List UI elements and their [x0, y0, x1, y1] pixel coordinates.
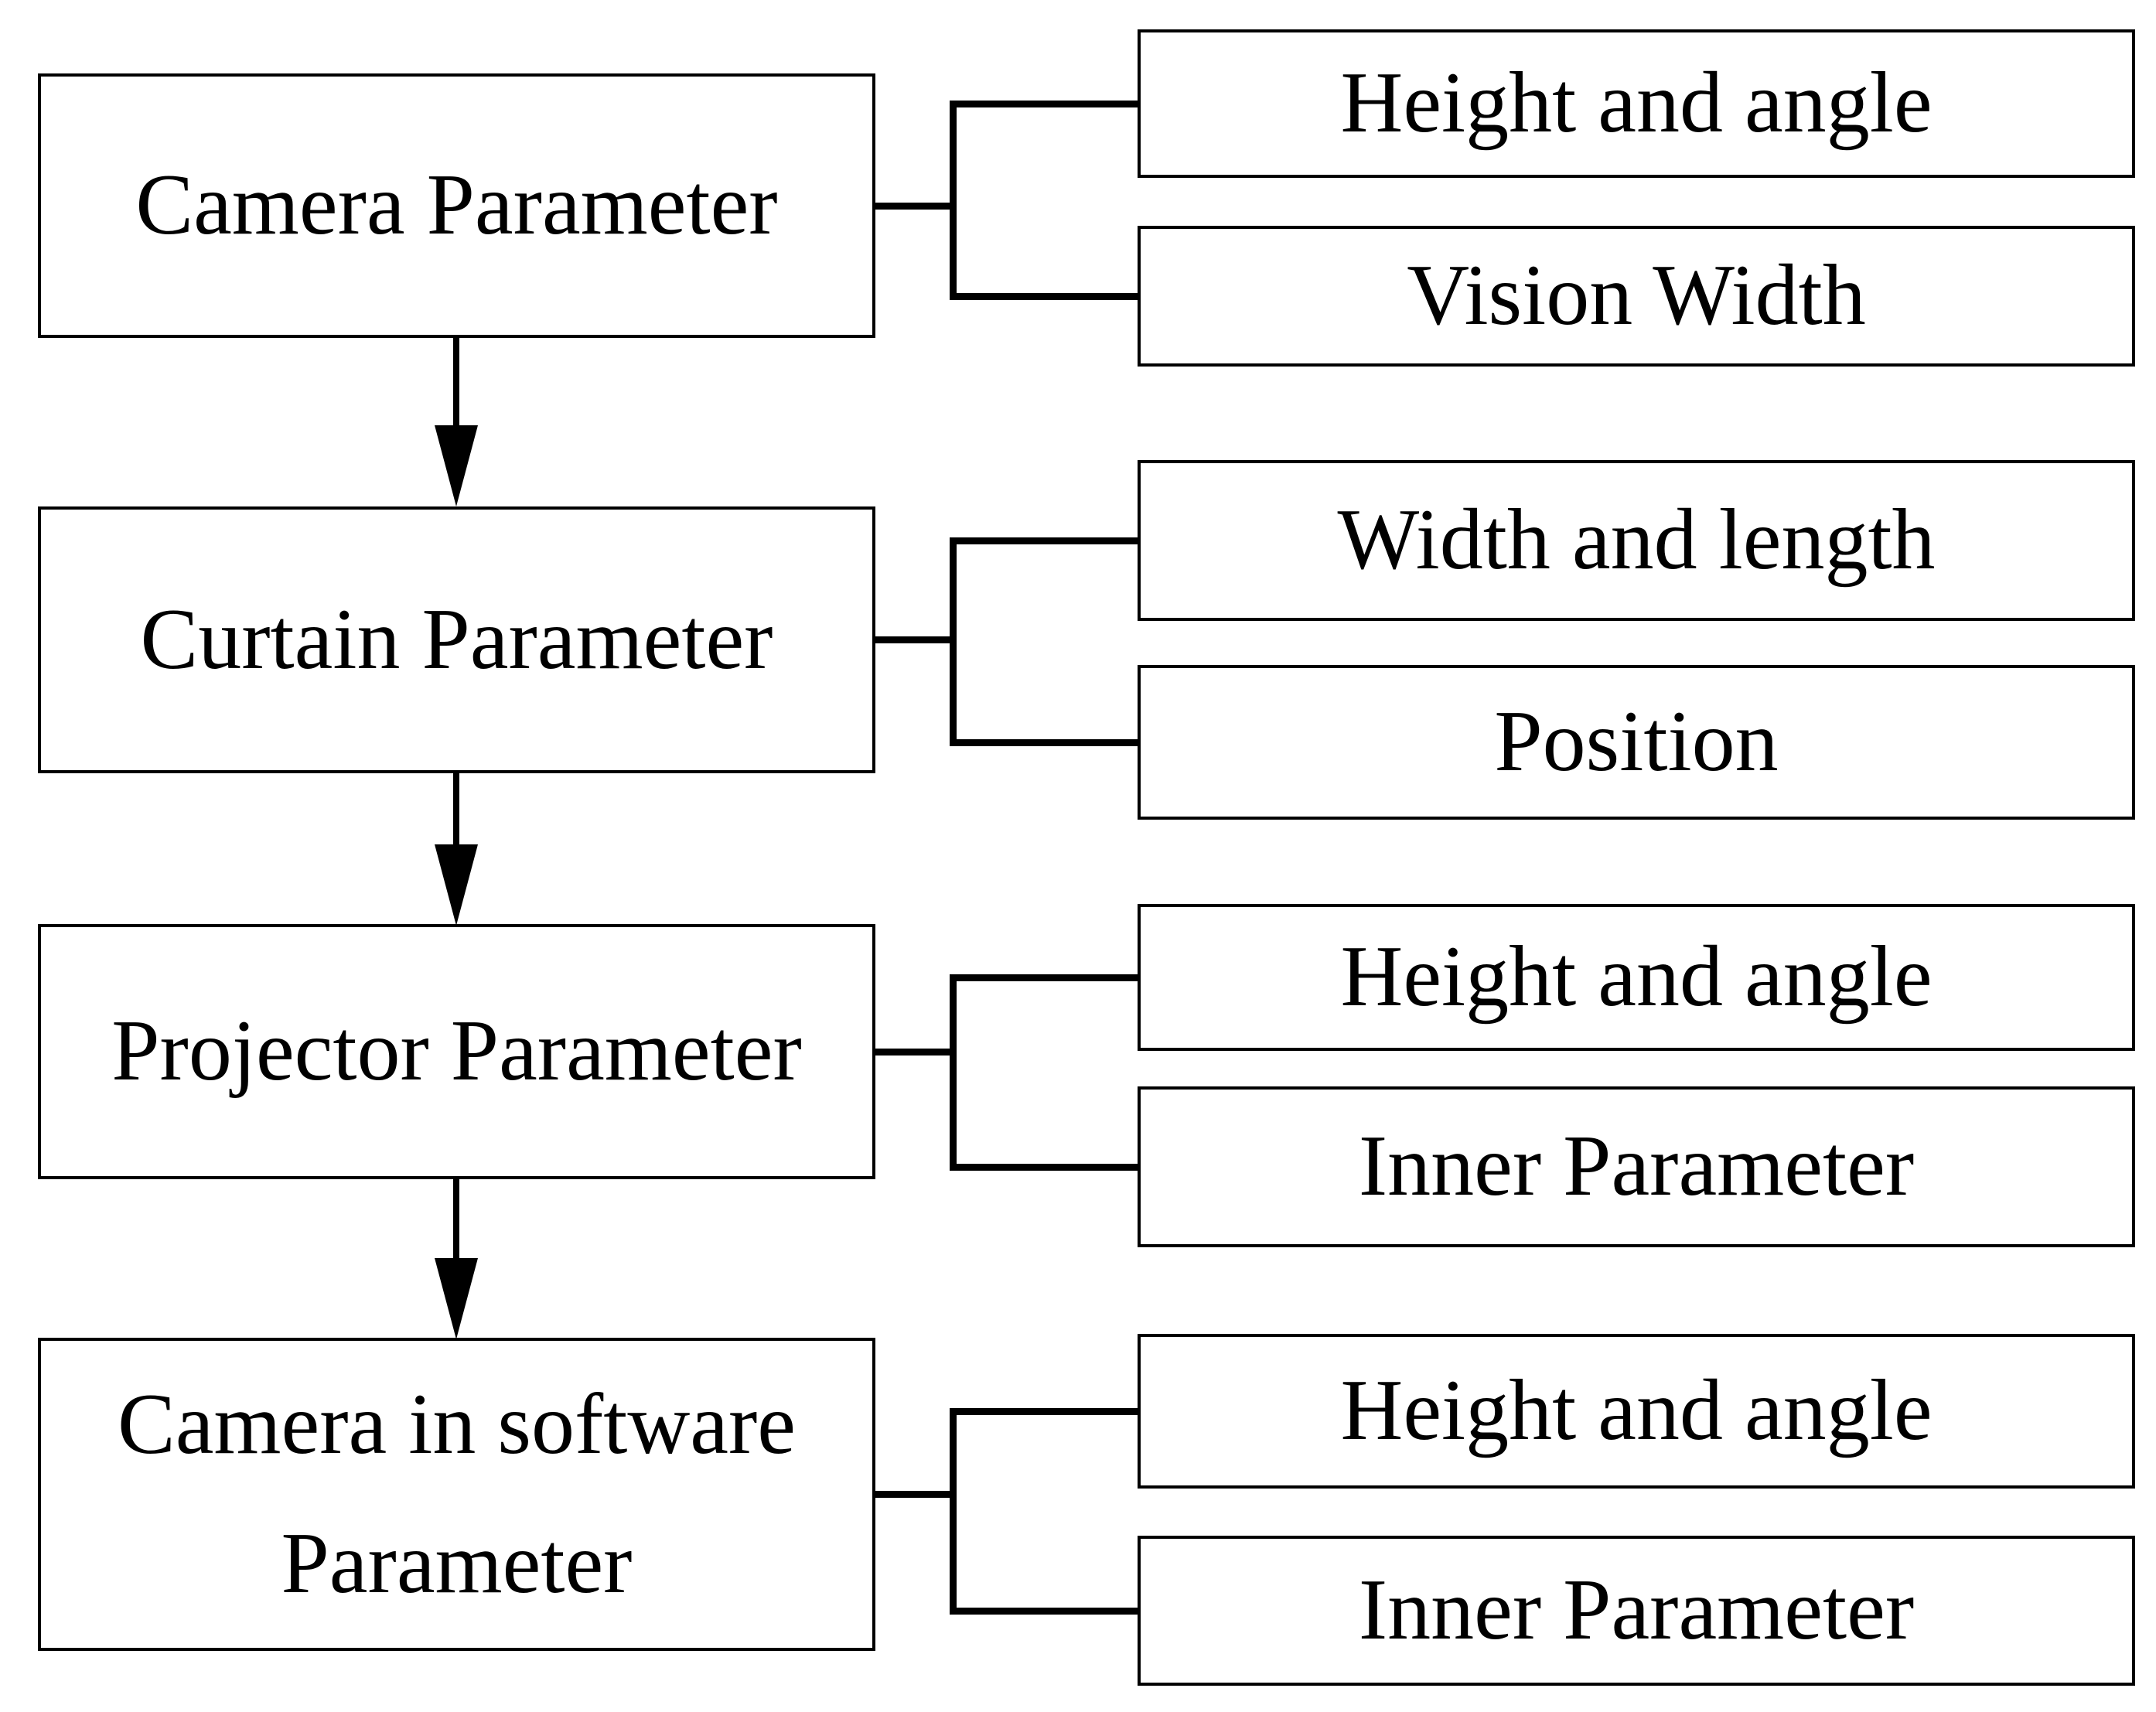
source-label: Camera Parameter [135, 157, 778, 254]
source-label: Curtain Parameter [140, 591, 773, 687]
connector-branch-bottom [950, 1164, 1138, 1171]
child-label: Height and angle [1340, 929, 1933, 1025]
child-label: Width and length [1337, 492, 1936, 588]
flow-arrow-head-icon [435, 425, 478, 506]
flow-arrow-head-icon [435, 1258, 478, 1339]
connector-stub [874, 636, 951, 643]
child-box-inner-parameter: Inner Parameter [1138, 1086, 2135, 1247]
child-box-position: Position [1138, 665, 2135, 820]
connector-branch-top [950, 101, 1138, 107]
connector-bracket-vertical [950, 101, 957, 300]
child-box-height-and-angle: Height and angle [1138, 29, 2135, 178]
child-box-height-and-angle: Height and angle [1138, 1334, 2135, 1489]
child-box-height-and-angle: Height and angle [1138, 904, 2135, 1051]
source-box-camera-parameter: Camera Parameter [38, 73, 875, 338]
source-box-camera-in-software-parameter: Camera in software Parameter [38, 1338, 875, 1651]
connector-stub [874, 1491, 951, 1498]
connector-bracket-vertical [950, 1408, 957, 1615]
connector-branch-top [950, 537, 1138, 544]
child-box-inner-parameter: Inner Parameter [1138, 1536, 2135, 1686]
child-label: Inner Parameter [1358, 1562, 1915, 1659]
connector-branch-bottom [950, 1608, 1138, 1615]
source-box-curtain-parameter: Curtain Parameter [38, 506, 875, 773]
connector-branch-bottom [950, 739, 1138, 746]
flow-arrow-shaft [453, 338, 459, 427]
connector-branch-top [950, 974, 1138, 981]
child-box-width-and-length: Width and length [1138, 460, 2135, 621]
flow-arrow-shaft [453, 1179, 459, 1260]
flow-arrow-head-icon [435, 844, 478, 926]
connector-branch-top [950, 1408, 1138, 1415]
flow-arrow-shaft [453, 773, 459, 847]
connector-bracket-vertical [950, 974, 957, 1171]
connector-branch-bottom [950, 293, 1138, 300]
child-box-vision-width: Vision Width [1138, 226, 2135, 367]
child-label: Height and angle [1340, 1362, 1933, 1459]
child-label: Position [1494, 694, 1779, 790]
child-label: Vision Width [1407, 247, 1866, 344]
connector-bracket-vertical [950, 537, 957, 746]
connector-stub [874, 1049, 951, 1056]
child-label: Height and angle [1340, 55, 1933, 152]
source-label: Projector Parameter [111, 1003, 802, 1100]
source-box-projector-parameter: Projector Parameter [38, 924, 875, 1179]
source-label: Camera in software Parameter [118, 1376, 796, 1611]
connector-stub [874, 203, 951, 210]
child-label: Inner Parameter [1358, 1118, 1915, 1215]
